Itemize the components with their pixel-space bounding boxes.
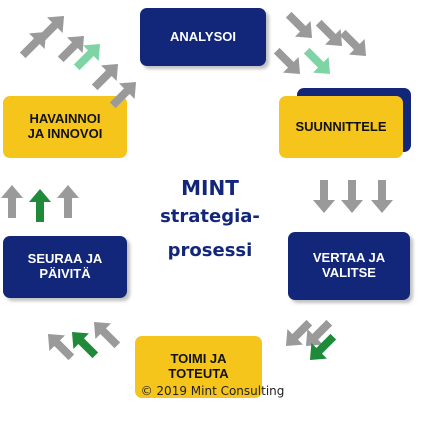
center-title-mint: MINT: [181, 176, 239, 200]
arrow-icon-highlight: [298, 42, 338, 82]
arrow-icon: [57, 185, 79, 218]
step-suunnittele-label: SUUNNITTELE: [295, 118, 387, 134]
step-havainnoi-label: HAVAINNOI JA INNOVOI: [27, 111, 103, 141]
step-seuraa-label: SEURAA JA PÄIVITÄ: [27, 251, 103, 281]
arrow-icon: [104, 74, 144, 114]
arrow-icon: [313, 180, 335, 213]
step-havainnoi: HAVAINNOI JA INNOVOI: [3, 96, 127, 158]
copyright-text: © 2019 Mint Consulting: [140, 384, 285, 398]
arrow-icon: [371, 180, 393, 213]
arrow-icon-active: [29, 189, 51, 222]
center-title-prosessi: prosessi: [167, 240, 253, 261]
center-title-strategia: strategia-: [160, 206, 260, 227]
step-suunnittele: SUUNNITTELE: [279, 96, 403, 158]
step-analysoi: ANALYSOI: [140, 8, 266, 66]
arrow-icon: [341, 180, 363, 213]
step-vertaa: VERTAA JA VALITSE: [288, 232, 410, 300]
arrow-icon: [1, 185, 23, 218]
step-analysoi-label: ANALYSOI: [170, 28, 236, 44]
step-seuraa: SEURAA JA PÄIVITÄ: [3, 236, 127, 298]
arrow-icon: [86, 56, 126, 96]
step-vertaa-label: VERTAA JA VALITSE: [312, 250, 386, 280]
step-toimi-label: TOIMI JA TOTEUTA: [168, 351, 229, 381]
arrow-icon: [280, 6, 320, 46]
step-toimi: TOIMI JA TOTEUTA: [135, 336, 262, 398]
arrow-icon: [268, 42, 308, 82]
